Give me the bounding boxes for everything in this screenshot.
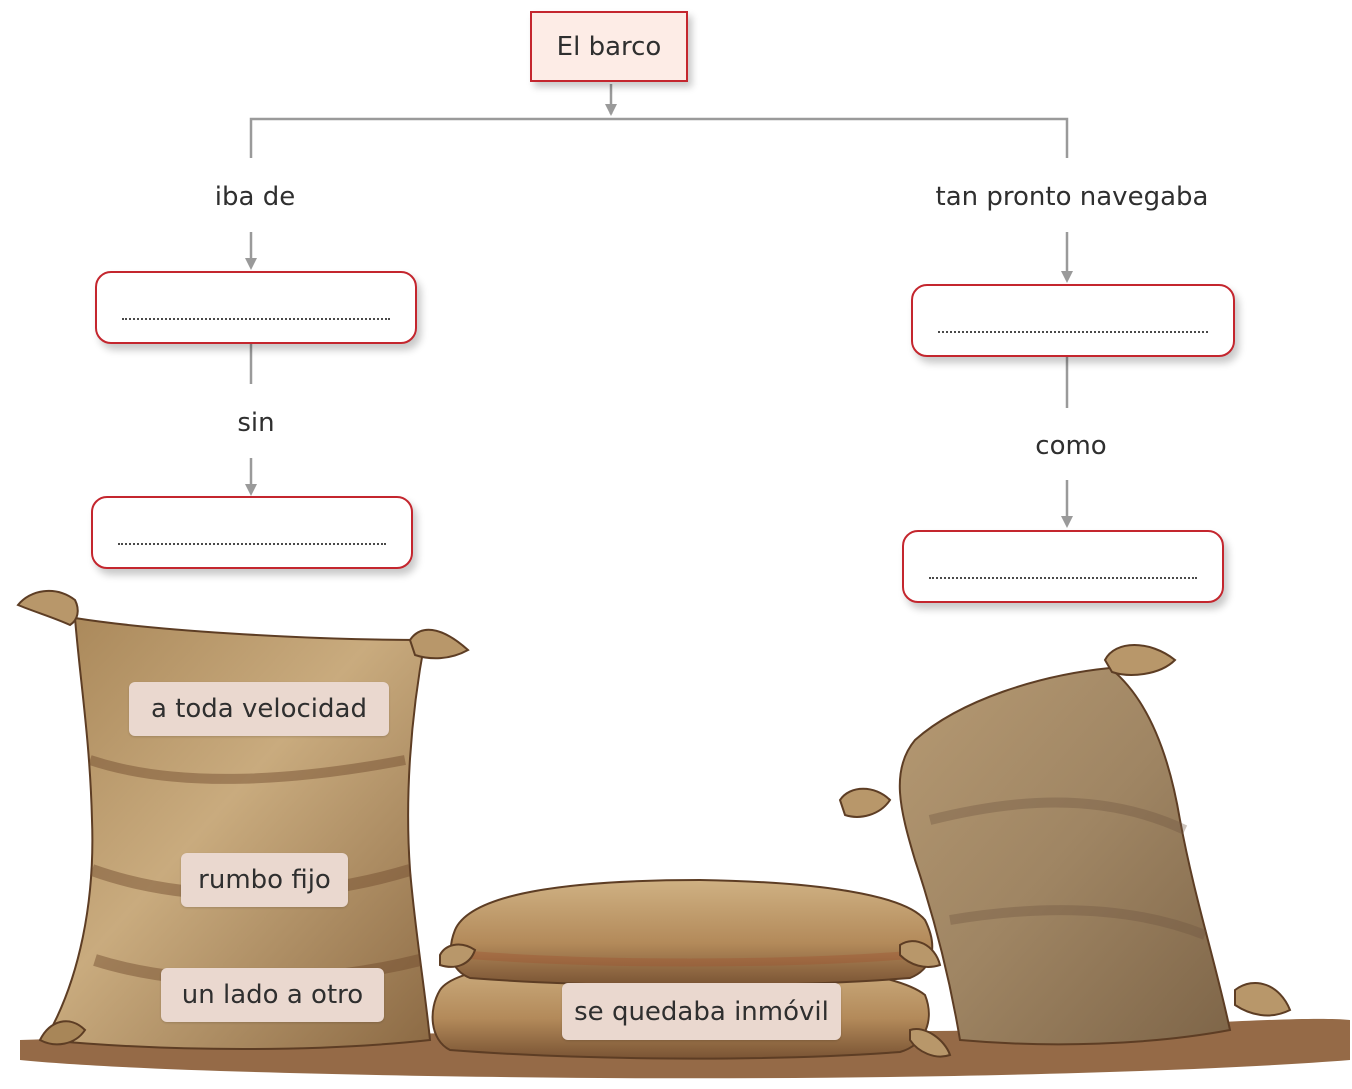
root-node-box: El barco (530, 11, 688, 82)
word-tag-se-quedaba-inmovil[interactable]: se quedaba inmóvil (562, 983, 841, 1040)
answer-box-right-2[interactable] (902, 530, 1224, 603)
right-sack (838, 644, 1292, 1046)
arrow-head-right-2 (1061, 516, 1073, 528)
word-tag-a-toda-velocidad[interactable]: a toda velocidad (129, 682, 389, 736)
answer-box-left-1[interactable] (95, 271, 417, 344)
answer-blank-line (938, 331, 1208, 333)
arrow-head-left-1 (245, 258, 257, 270)
connector-label-como: como (1035, 431, 1107, 461)
answer-blank-line (118, 543, 386, 545)
answer-box-right-1[interactable] (911, 284, 1235, 357)
arrow-heads (245, 104, 1073, 528)
branch-bar (249, 117, 1069, 158)
connector-label-tan-pronto-navegaba: tan pronto navegaba (935, 182, 1209, 212)
answer-box-left-2[interactable] (91, 496, 413, 569)
arrow-head-left-2 (245, 484, 257, 496)
connector-label-sin: sin (237, 408, 275, 438)
answer-blank-line (122, 318, 390, 320)
connector-label-iba-de: iba de (214, 182, 296, 212)
word-tag-un-lado-a-otro[interactable]: un lado a otro (161, 968, 384, 1022)
arrow-head-root (605, 104, 617, 116)
arrow-head-right-1 (1061, 271, 1073, 283)
root-node-label: El barco (556, 31, 662, 62)
answer-blank-line (929, 577, 1197, 579)
word-tag-rumbo-fijo[interactable]: rumbo fijo (181, 853, 348, 907)
connector-lines (249, 84, 1069, 520)
